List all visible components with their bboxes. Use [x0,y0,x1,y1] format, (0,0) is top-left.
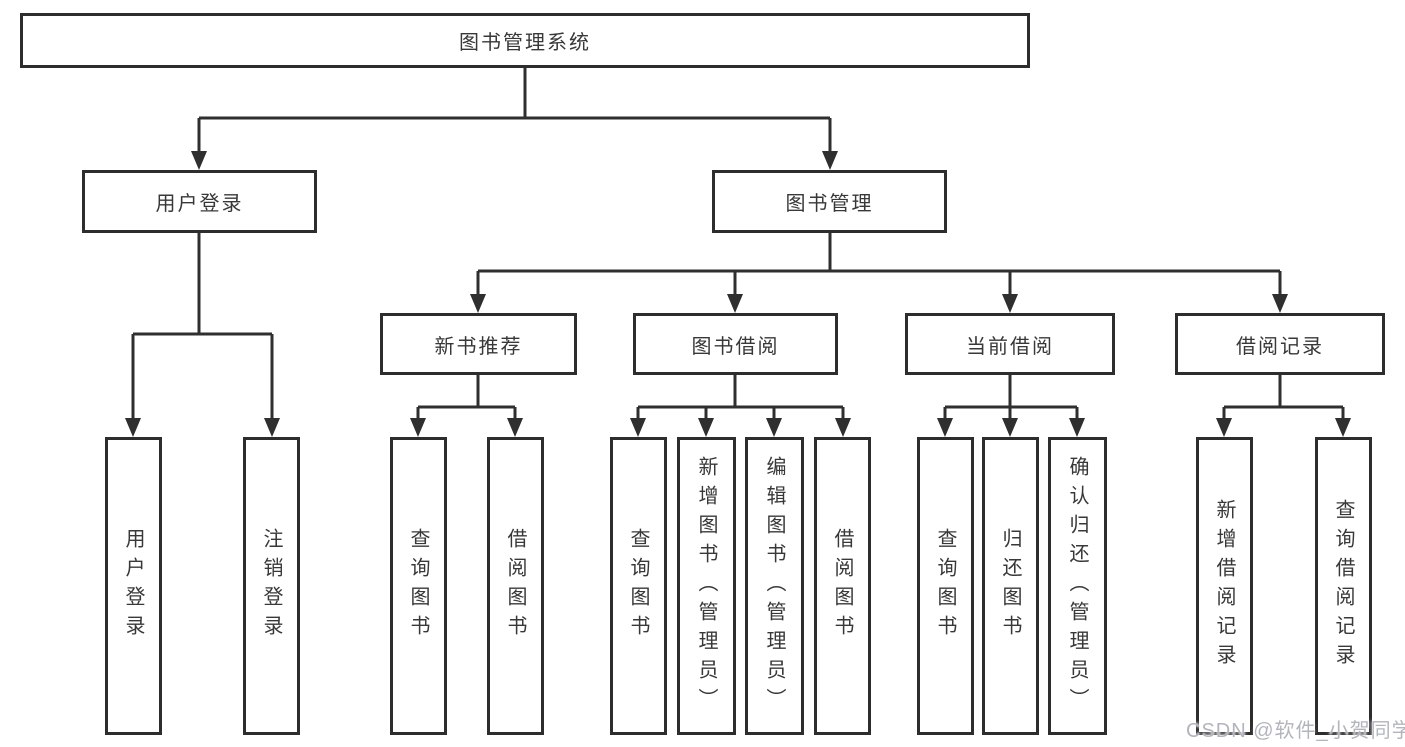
node-borrow-records: 借阅记录 [1175,313,1385,375]
leaf-query-book-current: 查询图书 [917,437,974,735]
leaf-add-borrow-record: 新增借阅记录 [1196,437,1253,735]
leaf-return-book: 归还图书 [982,437,1039,735]
leaf-confirm-return-admin: 确认归还（管理员） [1048,437,1107,735]
leaf-user-login: 用户登录 [105,437,162,735]
leaf-borrow-book-recommend: 借阅图书 [487,437,544,735]
connectors-new-book-recommend [410,375,523,437]
node-new-book-recommend: 新书推荐 [380,313,577,375]
leaf-query-borrow-record: 查询借阅记录 [1315,437,1372,735]
csdn-watermark: CSDN @软件_小贺同学 [1186,720,1405,742]
leaf-query-book-borrow: 查询图书 [610,437,667,735]
connectors-borrow-records [1216,375,1351,437]
leaf-add-book-admin: 新增图书（管理员） [677,437,736,735]
node-root-library-system: 图书管理系统 [20,13,1030,68]
leaf-query-book-recommend: 查询图书 [390,437,447,735]
node-book-management-branch: 图书管理 [712,170,947,233]
connectors-user-login [125,233,280,437]
node-current-borrow: 当前借阅 [905,313,1115,375]
connectors-root [191,68,838,170]
node-user-login-branch: 用户登录 [82,170,317,233]
leaf-borrow-book: 借阅图书 [814,437,871,735]
leaf-edit-book-admin: 编辑图书（管理员） [745,437,804,735]
node-book-borrow: 图书借阅 [633,313,838,375]
connectors-book-borrow [630,375,851,437]
connectors-current-borrow [937,375,1085,437]
leaf-logout: 注销登录 [243,437,300,735]
connectors-book-management [470,233,1288,313]
